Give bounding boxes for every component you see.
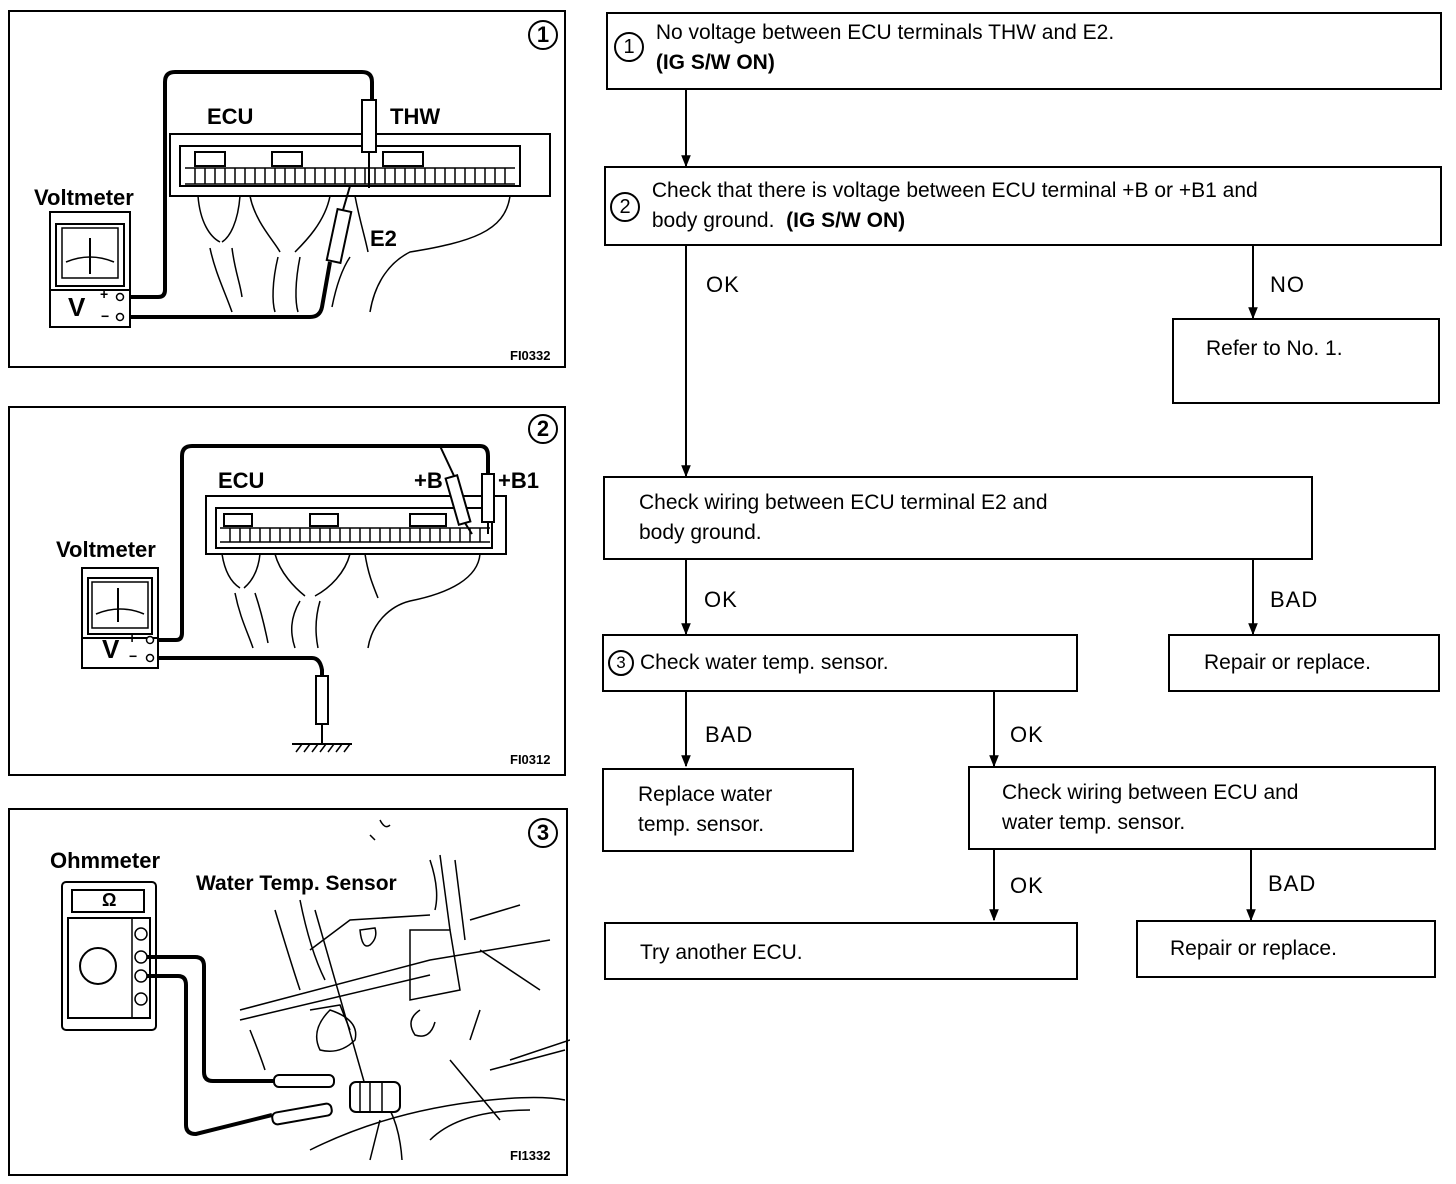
step-2-text-cont: body ground. — [651, 209, 775, 232]
branch-label-ok: OK — [1010, 873, 1044, 898]
voltmeter-label: Voltmeter — [56, 537, 156, 562]
ecu-connector — [215, 507, 493, 549]
try-ecu-text: Try another ECU. — [640, 941, 803, 964]
flow-check-wiring-sensor: Check wiring between ECU and water temp.… — [968, 766, 1436, 850]
e2-probe — [325, 207, 353, 265]
branch-label-ok: OK — [704, 587, 738, 612]
step-2-condition: (IG S/W ON) — [786, 209, 906, 232]
plus-terminal-label: + — [100, 286, 109, 302]
figure-1-panel: 1 ECU THW E2 Voltmeter V + − FI0332 — [8, 10, 566, 368]
b-probe — [444, 474, 472, 526]
ohmmeter-lead-1 — [147, 955, 275, 1083]
flow-repair-replace-1: Repair or replace. — [1168, 634, 1440, 692]
step-3-text: Check water temp. sensor. — [640, 651, 889, 674]
branch-label-no: NO — [1270, 272, 1305, 297]
ohm-symbol: Ω — [102, 890, 117, 910]
figure-number-badge: 2 — [528, 414, 558, 444]
minus-terminal-label: − — [129, 648, 138, 664]
sensor-leader-line — [314, 909, 366, 1086]
branch-label-bad: BAD — [1268, 871, 1317, 896]
figure-2-illustration — [81, 444, 507, 753]
branch-label-ok: OK — [706, 272, 740, 297]
plus-terminal-label: + — [128, 630, 137, 646]
wiring-sensor-text-cont: water temp. sensor. — [1002, 811, 1186, 834]
branch-label-bad: BAD — [1270, 587, 1319, 612]
figure-2-panel: 2 ECU +B +B1 Voltmeter V + − FI0312 — [8, 406, 566, 776]
minus-terminal-label: − — [101, 308, 110, 324]
figure-number-badge: 1 — [528, 20, 558, 50]
replace-sensor-text: Replace water — [638, 783, 773, 806]
flow-replace-sensor: Replace water temp. sensor. — [602, 768, 854, 852]
step-number-badge: 2 — [610, 192, 640, 222]
figure-code: FI0312 — [510, 752, 551, 767]
flow-try-another-ecu: Try another ECU. — [604, 922, 1078, 980]
repair-text: Repair or replace. — [1204, 651, 1371, 674]
ecu-connector — [179, 145, 521, 187]
figure-3-panel: 3 Ohmmeter Ω Water Temp. Sensor FI1332 — [8, 808, 570, 1176]
b1-terminal-label: +B1 — [498, 468, 539, 493]
voltmeter-symbol: V — [102, 634, 120, 664]
water-temp-sensor-label: Water Temp. Sensor — [196, 872, 397, 895]
ecu-label: ECU — [218, 468, 265, 493]
ohmmeter-dial — [79, 947, 117, 985]
probe-2 — [271, 1102, 333, 1126]
voltmeter-positive-lead — [158, 444, 490, 642]
flow-step-3: 3 Check water temp. sensor. — [602, 634, 1078, 692]
voltmeter-body — [81, 567, 159, 669]
ground-symbol — [292, 743, 352, 753]
voltmeter-symbol: V — [68, 292, 86, 322]
b1-probe — [481, 473, 495, 523]
flow-refer-no1: Refer to No. 1. — [1172, 318, 1440, 404]
flow-step-1: 1 No voltage between ECU terminals THW a… — [606, 12, 1442, 90]
flow-repair-replace-2: Repair or replace. — [1136, 920, 1436, 978]
figure-number-badge: 3 — [528, 818, 558, 848]
branch-label-ok: OK — [1010, 722, 1044, 747]
flow-check-wiring-e2: Check wiring between ECU terminal E2 and… — [603, 476, 1313, 560]
branch-label-bad: BAD — [705, 722, 754, 747]
thw-probe — [361, 99, 377, 153]
step-number-badge: 1 — [614, 32, 644, 62]
b-terminal-label: +B — [414, 468, 443, 493]
e2-terminal-label: E2 — [370, 226, 397, 251]
ground-probe — [315, 675, 329, 725]
wiring-e2-text-cont: body ground. — [639, 521, 762, 544]
flow-step-2: 2 Check that there is voltage between EC… — [604, 166, 1442, 246]
refer-text: Refer to No. 1. — [1206, 337, 1343, 360]
wiring-e2-text: Check wiring between ECU terminal E2 and — [639, 491, 1048, 514]
figure-code: FI1332 — [510, 1148, 551, 1163]
ecu-housing — [169, 133, 551, 197]
voltmeter-positive-lead — [128, 70, 374, 299]
engine-sketch — [239, 819, 570, 1161]
step-1-condition: (IG S/W ON) — [655, 51, 775, 74]
voltmeter-negative-lead — [158, 656, 324, 678]
step-2-text: Check that there is voltage between ECU … — [651, 179, 1258, 202]
ecu-housing — [205, 495, 507, 555]
step-number-badge: 3 — [608, 650, 634, 677]
repair-text: Repair or replace. — [1170, 937, 1337, 960]
ecu-label: ECU — [207, 104, 254, 129]
water-temp-sensor — [349, 1081, 401, 1113]
voltmeter-label: Voltmeter — [34, 185, 134, 210]
replace-sensor-text-cont: temp. sensor. — [638, 813, 765, 836]
figure-3-illustration — [61, 819, 570, 1161]
figure-code: FI0332 — [510, 348, 551, 363]
voltmeter-negative-lead — [128, 261, 332, 319]
wiring-sensor-text: Check wiring between ECU and — [1002, 781, 1299, 804]
thw-terminal-label: THW — [390, 104, 441, 129]
ohmmeter-lead-2 — [147, 974, 273, 1137]
ohmmeter-label: Ohmmeter — [50, 848, 161, 873]
step-1-text: No voltage between ECU terminals THW and… — [655, 21, 1115, 44]
figure-1-illustration — [49, 70, 551, 328]
probe-1 — [273, 1074, 335, 1088]
